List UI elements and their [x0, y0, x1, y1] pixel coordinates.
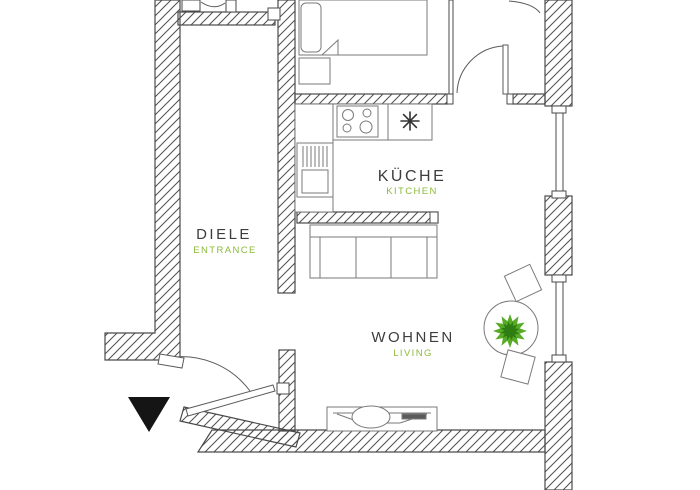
- door-arc-top-right: [508, 0, 541, 14]
- door-leaf-kitchen: [502, 44, 509, 95]
- door-leaf-entrance: [185, 384, 276, 417]
- burner: [362, 108, 372, 118]
- wall-right-bottom: [544, 361, 573, 490]
- appliance-lower-square: [301, 169, 329, 194]
- wall-central-upper: [277, 0, 296, 294]
- plant-icon: [493, 314, 527, 348]
- thin-partition: [448, 0, 454, 95]
- chair: [503, 263, 543, 303]
- burner: [342, 109, 354, 121]
- window-kitchen: [555, 112, 564, 192]
- wall-right-mid: [544, 195, 573, 276]
- wall-notch: [267, 7, 281, 21]
- room-label-diele: DIELE: [196, 226, 252, 243]
- sofa: [309, 224, 438, 279]
- blanket-fold: [320, 38, 339, 56]
- door-jamb: [181, 0, 201, 12]
- door-jamb: [506, 93, 514, 105]
- room-sublabel-diele: ENTRANCE: [193, 245, 256, 256]
- pillow: [300, 2, 322, 53]
- door-jamb: [225, 0, 237, 13]
- door-stop-notch: [276, 382, 290, 395]
- door-sill-entrance: [157, 353, 185, 369]
- door-arc-kitchen: [456, 45, 504, 94]
- window-jamb: [551, 105, 567, 114]
- burner: [342, 123, 352, 133]
- window-jamb: [551, 354, 567, 363]
- appliance-vent-lines: [302, 146, 328, 167]
- wall-top-left: [177, 11, 276, 26]
- room-sublabel-wohnen: LIVING: [393, 348, 433, 359]
- wall-kitchen-top-right: [512, 93, 546, 105]
- sink-symbol-icon: [400, 111, 420, 131]
- window-living: [555, 281, 564, 356]
- wall-right-top: [544, 0, 573, 107]
- room-sublabel-kueche: KITCHEN: [386, 186, 438, 197]
- chair: [500, 349, 536, 385]
- wall-entry-diagonal: [179, 406, 301, 448]
- basin-fitting: [401, 413, 427, 420]
- wall-left: [104, 0, 181, 361]
- entrance-arrow-icon: [128, 397, 170, 432]
- window-jamb: [551, 274, 567, 283]
- wall-kitchen-living-divider: [296, 211, 439, 224]
- wall-end-cap: [429, 211, 439, 224]
- nightstand: [298, 57, 331, 85]
- room-label-wohnen: WOHNEN: [371, 329, 454, 346]
- door-arc-top-left: [200, 1, 226, 8]
- window-jamb: [551, 190, 567, 199]
- wall-kitchen-top-left: [294, 93, 448, 105]
- stove: [336, 105, 379, 138]
- door-jamb: [446, 93, 454, 105]
- burner: [359, 120, 373, 134]
- room-label-kueche: KÜCHE: [378, 167, 447, 185]
- basin-bowl: [351, 405, 391, 429]
